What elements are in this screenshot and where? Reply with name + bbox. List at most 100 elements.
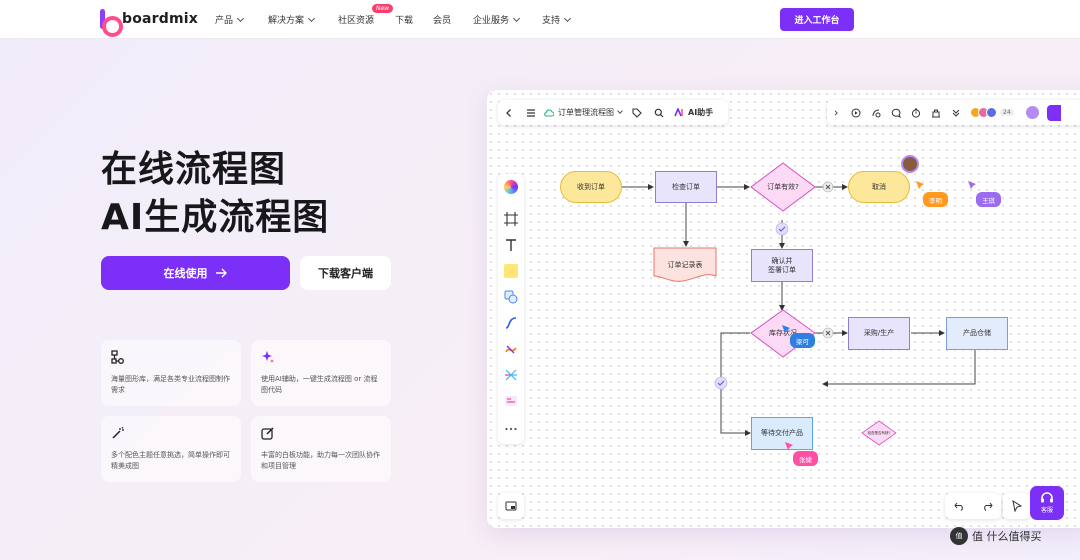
text-icon[interactable] — [504, 238, 518, 252]
chevron-down-icon — [512, 14, 521, 22]
collab-toolbar: 24 — [827, 100, 1080, 125]
left-toolbar — [498, 174, 524, 444]
use-online-button[interactable]: 在线使用 — [101, 256, 290, 290]
smzdm-logo-icon: 值 — [950, 527, 968, 545]
feature-text: 海量图形库，满足各类专业流程图制作需求 — [111, 375, 230, 394]
cursor-label-zhangjie: 张婕 — [793, 451, 818, 466]
comment-icon[interactable] — [891, 108, 901, 118]
nav-item-community[interactable]: 社区资源 — [338, 16, 375, 26]
connector-icon[interactable] — [504, 316, 518, 330]
cursor-icon — [968, 181, 976, 189]
collaborator-avatars[interactable]: 24 — [970, 107, 1014, 118]
shape-icon[interactable] — [504, 290, 518, 304]
nav-item-enterprise[interactable]: 企业服务 — [473, 13, 521, 26]
enter-workspace-button[interactable]: 进入工作台 — [780, 8, 854, 31]
redo-icon[interactable] — [982, 502, 993, 511]
boardmix-logo-icon — [100, 9, 123, 37]
mindmap-icon[interactable] — [504, 368, 518, 382]
doc-title[interactable]: 订单管理流程图 — [558, 108, 614, 117]
cloud-icon — [544, 108, 554, 117]
ai-sparkle-icon — [262, 351, 274, 363]
cursor-icon — [916, 181, 924, 189]
brand-name: boardmix — [122, 11, 199, 27]
play-icon[interactable] — [851, 108, 861, 118]
nav-item-membership[interactable]: 会员 — [433, 16, 452, 26]
ai-assistant-button[interactable]: AI助手 — [674, 107, 713, 118]
select-tool-button[interactable] — [1003, 493, 1031, 519]
customer-service-button[interactable]: 客服 — [1030, 486, 1064, 520]
more-icon[interactable] — [504, 422, 518, 436]
frame-icon[interactable] — [504, 212, 518, 226]
flow-node-stock[interactable]: 库存状况 — [769, 328, 797, 337]
tag-icon[interactable] — [632, 107, 642, 118]
doc-toolbar: 订单管理流程图 AI助手 — [498, 100, 728, 125]
brand-logo[interactable]: boardmix — [100, 9, 199, 37]
headset-icon — [1041, 492, 1053, 503]
flow-node-start[interactable]: 收到订单 — [560, 171, 622, 203]
feature-card-whiteboard: 丰富的白板功能，助力每一次团队协作和项目管理 — [251, 416, 391, 482]
current-user-avatar[interactable] — [1025, 106, 1039, 119]
ai-logo-icon — [674, 108, 683, 117]
new-badge: New — [372, 4, 394, 13]
menu-icon[interactable] — [526, 108, 536, 118]
feature-text: 丰富的白板功能，助力每一次团队协作和项目管理 — [261, 451, 380, 470]
flow-node-valid[interactable]: 订单有效? — [767, 182, 799, 191]
avatar — [986, 107, 997, 118]
flow-node-small-diamond[interactable]: 检查是否有缺? — [867, 430, 891, 435]
minimap-button[interactable] — [498, 493, 524, 519]
cursor-icon — [782, 325, 790, 333]
minimap-icon — [505, 501, 517, 511]
whiteboard-preview: 订单管理流程图 AI助手 24 — [487, 90, 1080, 528]
flow-node-check[interactable]: 检查订单 — [655, 171, 717, 203]
flowchart-icon — [111, 350, 124, 364]
top-nav: boardmix 产品 解决方案 社区资源 New 下载 会员 企业服务 支持 … — [0, 0, 1080, 39]
cursor-icon — [785, 442, 793, 450]
chevron-down-icon — [236, 14, 245, 22]
nav-item-download[interactable]: 下载 — [395, 16, 414, 26]
reaction-icon[interactable] — [871, 108, 881, 118]
magic-wand-icon — [112, 426, 125, 439]
template-icon[interactable] — [504, 394, 518, 408]
pen-icon[interactable] — [504, 342, 518, 356]
watermark: 值 值 什么值得买 — [950, 527, 1042, 545]
feature-card-ai: 使用AI辅助，一键生成流程图 or 流程图代码 — [251, 340, 391, 406]
nav-item-support[interactable]: 支持 — [542, 13, 572, 26]
more-down-icon[interactable] — [951, 108, 961, 118]
feature-card-themes: 多个配色主题任意挑选，简单操作即可精美成图 — [101, 416, 241, 482]
edit-icon — [261, 427, 274, 440]
collaborator-photo — [901, 155, 919, 173]
undo-redo-group — [945, 493, 1001, 519]
feature-card-shapes: 海量图形库，满足各类专业流程图制作需求 — [101, 340, 241, 406]
chevron-right-icon[interactable] — [833, 108, 840, 118]
flow-node-confirm[interactable]: 确认并 签署订单 — [751, 249, 813, 282]
cursor-label-liming: 李明 — [923, 192, 948, 207]
flow-node-purchase[interactable]: 采购/生产 — [848, 317, 910, 350]
ai-palette-icon[interactable] — [504, 180, 518, 194]
cursor-label-liangke: 梁可 — [790, 333, 815, 348]
share-button[interactable] — [1046, 104, 1061, 121]
search-icon[interactable] — [654, 108, 664, 118]
arrow-right-icon — [215, 268, 227, 278]
undo-icon[interactable] — [953, 502, 965, 511]
flow-node-cancel[interactable]: 取消 — [848, 171, 910, 203]
chevron-down-icon — [563, 14, 572, 22]
flow-connectors — [621, 162, 976, 446]
back-icon[interactable] — [504, 108, 514, 118]
feature-text: 多个配色主题任意挑选，简单操作即可精美成图 — [111, 451, 230, 470]
hero-title-line1: 在线流程图 — [101, 149, 287, 190]
hero-title-line2: AI生成流程图 — [101, 197, 330, 238]
collaborator-count: 24 — [1000, 109, 1014, 116]
flow-node-deliver[interactable]: 等待交付产品 — [751, 417, 813, 450]
feature-text: 使用AI辅助，一键生成流程图 or 流程图代码 — [261, 375, 378, 394]
download-client-button[interactable]: 下载客户端 — [300, 256, 391, 290]
vote-icon[interactable] — [931, 108, 941, 118]
nav-item-solutions[interactable]: 解决方案 — [268, 13, 316, 26]
sticky-note-icon[interactable] — [504, 264, 518, 278]
cursor-label-wangqi: 王琪 — [976, 192, 1001, 207]
flow-node-warehouse[interactable]: 产品仓储 — [946, 317, 1008, 350]
nav-item-product[interactable]: 产品 — [215, 13, 245, 26]
cursor-icon — [1012, 499, 1023, 513]
timer-icon[interactable] — [911, 108, 921, 118]
flow-node-record[interactable]: 订单记录表 — [667, 260, 703, 269]
chevron-down-icon — [307, 14, 316, 22]
